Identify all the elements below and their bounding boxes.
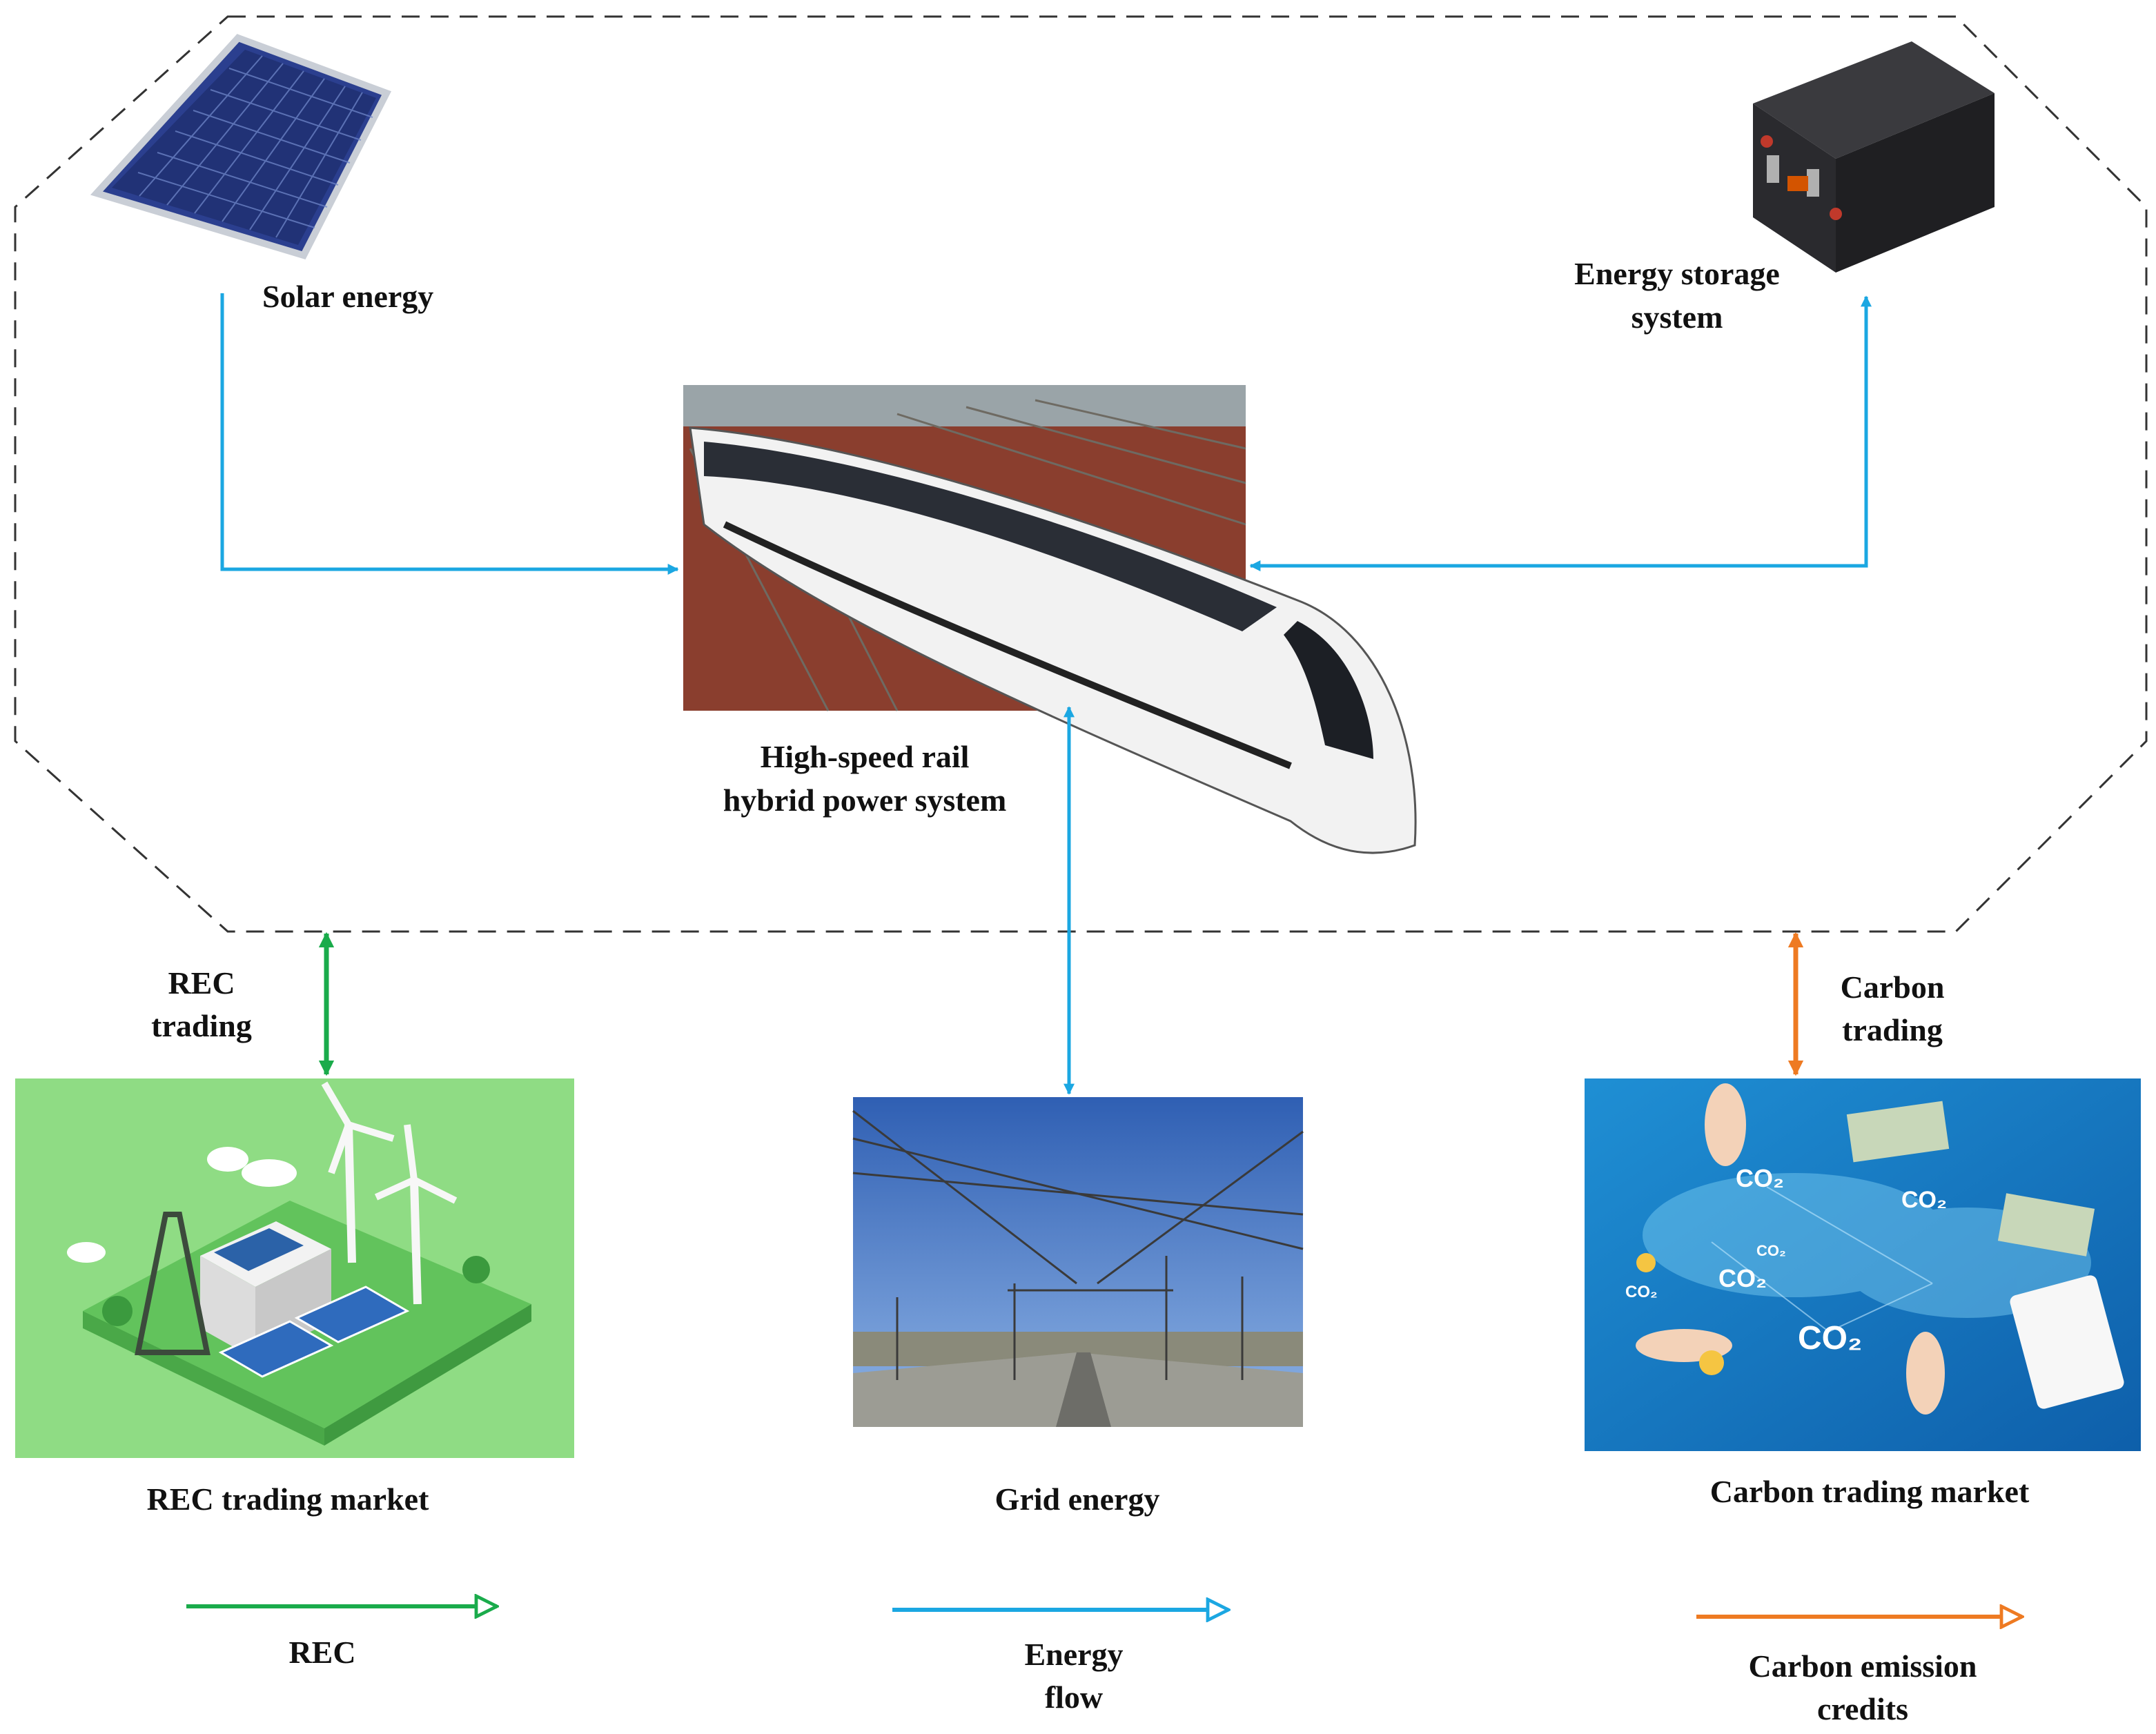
carbon-trading-label-line2: trading bbox=[1842, 1012, 1943, 1047]
legend-carbon-label-line1: Carbon emission bbox=[1749, 1648, 1977, 1684]
solar-to-train-arrow bbox=[220, 293, 679, 575]
grid-energy-label: Grid energy bbox=[995, 1481, 1160, 1517]
train-label-line1: High-speed rail bbox=[761, 739, 970, 774]
svg-text:CO₂: CO₂ bbox=[1798, 1320, 1862, 1357]
storage-train-arrow bbox=[1249, 295, 1872, 572]
svg-text:CO₂: CO₂ bbox=[1901, 1187, 1947, 1213]
system-boundary bbox=[14, 15, 2148, 933]
solar-panel-icon bbox=[90, 34, 392, 259]
carbon-trading-icon: CO₂ CO₂ CO₂ CO₂ CO₂ CO₂ bbox=[1585, 1078, 2141, 1451]
carbon-trading-label-line1: Carbon bbox=[1841, 969, 1945, 1005]
legend-energy-label-line2: flow bbox=[1045, 1679, 1103, 1715]
train-label-line2: hybrid power system bbox=[723, 782, 1007, 818]
svg-text:CO₂: CO₂ bbox=[1736, 1164, 1784, 1192]
legend-carbon-label-line2: credits bbox=[1817, 1691, 1908, 1726]
solar-energy-label: Solar energy bbox=[262, 279, 433, 314]
power-grid-icon bbox=[852, 1097, 1304, 1427]
rec-trading-label-line1: REC bbox=[168, 965, 235, 1001]
legend-energy-label-line1: Energy bbox=[1024, 1637, 1123, 1672]
wind-solar-factory-icon bbox=[15, 1078, 574, 1458]
carbon-market-label: Carbon trading market bbox=[1710, 1474, 2030, 1509]
rec-trading-label-line2: trading bbox=[151, 1008, 252, 1043]
legend-rec-label: REC bbox=[288, 1635, 355, 1670]
energy-storage-label-line1: Energy storage bbox=[1574, 256, 1780, 291]
svg-text:CO₂: CO₂ bbox=[1625, 1283, 1658, 1301]
battery-icon bbox=[1753, 41, 1995, 273]
energy-storage-label-line2: system bbox=[1631, 299, 1723, 335]
svg-text:CO₂: CO₂ bbox=[1718, 1264, 1767, 1292]
rec-market-label: REC trading market bbox=[147, 1481, 430, 1517]
high-speed-train-icon bbox=[683, 385, 1417, 854]
svg-text:CO₂: CO₂ bbox=[1756, 1242, 1786, 1259]
legend: REC Energy flow Carbon emission credits bbox=[186, 1606, 2022, 1726]
